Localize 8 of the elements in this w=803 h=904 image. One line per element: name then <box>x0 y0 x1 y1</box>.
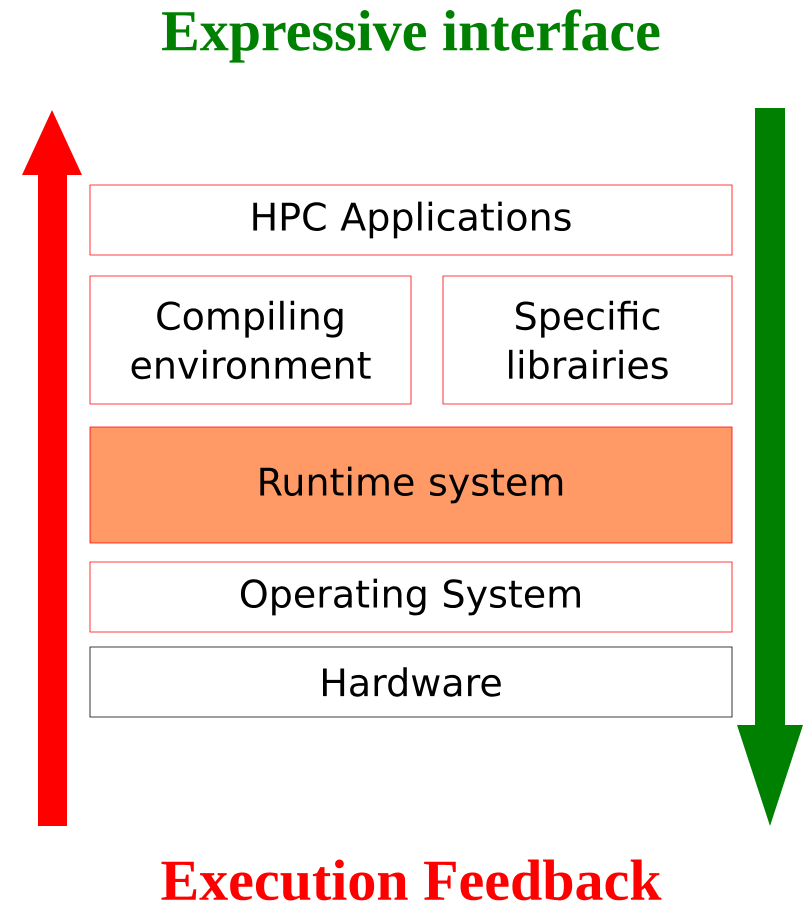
heading: Expressive interface <box>162 9 660 63</box>
layer-box: Operating System <box>90 562 732 632</box>
layer-box: HPC Applications <box>90 184 732 256</box>
layer-box: Hardware <box>90 646 732 718</box>
layer-box: Runtime system <box>90 426 732 544</box>
layer-box: Compiling environment <box>90 276 412 404</box>
heading: Execution Feedback <box>161 860 662 900</box>
layer-box: Specific librairies <box>442 276 732 404</box>
